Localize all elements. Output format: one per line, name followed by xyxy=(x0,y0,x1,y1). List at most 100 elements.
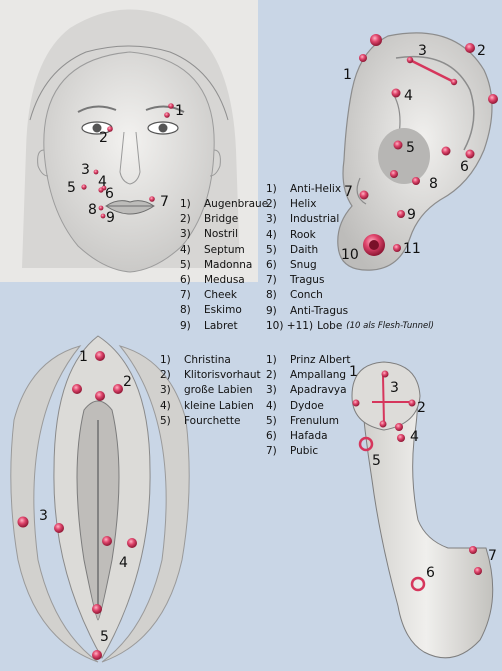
ear-piercing-7 xyxy=(359,190,369,200)
ear-marker-8: 8 xyxy=(429,176,438,192)
ear-legend-number: 9) xyxy=(266,304,277,317)
ear-legend-item: 4)Rook xyxy=(266,228,434,243)
face-piercing-6 xyxy=(98,187,104,193)
hairline xyxy=(29,45,229,121)
face-piercing-7 xyxy=(149,196,155,202)
ear-piercing-2a xyxy=(465,43,475,53)
male-legend-number: 5) xyxy=(266,414,277,427)
face-legend-number: 7) xyxy=(180,289,191,302)
ear-legend-item: 1) Anti-Helix xyxy=(266,182,434,197)
female-marker-4: 4 xyxy=(119,555,128,571)
ear-piercing-9 xyxy=(397,210,405,218)
male-legend-label: Frenulum xyxy=(290,414,339,427)
face-legend-label: Cheek xyxy=(204,289,237,302)
male-piercing-5-ring xyxy=(358,436,374,452)
male-legend-number: 3) xyxy=(266,384,277,397)
face-legend-number: 5) xyxy=(180,258,191,271)
face-piercing-5 xyxy=(81,184,87,190)
male-marker-2: 2 xyxy=(417,400,426,416)
left-eyebrow xyxy=(77,105,117,113)
industrial-bar xyxy=(409,58,455,84)
ear-legend-number: 5) xyxy=(266,243,277,256)
ear-marker-9: 9 xyxy=(407,207,416,223)
ear-legend-label: Daith xyxy=(290,243,319,256)
face-legend-number: 3) xyxy=(180,228,191,241)
female-legend-label: Christina xyxy=(184,354,231,366)
male-legend-item: 6)Hafada xyxy=(266,429,351,444)
face-legend-label: Labret xyxy=(204,319,238,332)
female-illustration: 1 2 3 4 5 xyxy=(10,335,190,663)
face-legend-item: 8)Eskimo xyxy=(180,303,268,318)
male-legend-item: 7) Pubic xyxy=(266,444,351,459)
ear-piercing-4 xyxy=(391,88,401,98)
left-iris xyxy=(92,123,102,133)
female-piercing-2b xyxy=(95,391,105,401)
face-legend-item: 1)Augenbraue xyxy=(180,197,268,212)
female-legend-label: Klitorisvorhaut xyxy=(184,369,261,382)
male-piercing-7b xyxy=(474,567,482,575)
ear-legend-label: Anti-Tragus xyxy=(290,304,349,317)
female-legend-number: 3) xyxy=(160,384,171,397)
male-legend-number: 2) xyxy=(266,369,277,382)
ear-piercing-2b xyxy=(488,94,498,104)
nose xyxy=(119,131,141,185)
face-marker-3: 3 xyxy=(81,162,90,178)
ear-piercing-1b xyxy=(359,54,367,62)
ear-legend-number: 8) xyxy=(266,289,277,302)
male-piercing-2b xyxy=(408,399,416,407)
female-piercing-5a xyxy=(92,604,102,614)
ear-legend-item: 8)Conch xyxy=(266,288,434,303)
male-marker-4: 4 xyxy=(410,429,419,445)
female-piercing-4b xyxy=(127,538,137,548)
female-piercing-4a xyxy=(102,536,112,546)
male-piercing-2a xyxy=(352,399,360,407)
male-legend-number: 7) xyxy=(266,445,277,458)
male-piercing-1 xyxy=(381,370,389,378)
female-legend-label: kleine Labien xyxy=(184,399,254,412)
ear-legend-note: (10 als Flesh-Tunnel) xyxy=(346,320,434,331)
concha xyxy=(378,128,430,184)
male-legend-item: 4)Dydoe xyxy=(266,399,351,414)
ear-legend-number: 10) +11) xyxy=(266,319,314,332)
face-piercing-1 xyxy=(168,103,174,109)
ear-legend-item: 6)Snug xyxy=(266,258,434,273)
male-legend-label: Dydoe xyxy=(290,399,324,412)
apadravya-bar xyxy=(382,375,385,425)
male-legend-number: 1) xyxy=(266,354,277,366)
ear-tunnel-hole xyxy=(369,240,379,250)
face-legend-number: 6) xyxy=(180,274,191,287)
face-legend-label: Nostril xyxy=(204,228,239,241)
male-legend-label: Apadravya xyxy=(290,384,347,397)
female-marker-1: 1 xyxy=(79,349,88,365)
female-piercing-5b xyxy=(92,650,102,660)
ear-piercing-6a xyxy=(441,146,451,156)
female-right-thigh xyxy=(101,345,190,663)
glans xyxy=(351,361,421,431)
face-piercing-3 xyxy=(93,169,99,175)
face-marker-2: 2 xyxy=(99,130,108,146)
ear-legend-number: 6) xyxy=(266,259,277,272)
ear-legend-number: 1) xyxy=(266,183,277,195)
ear-legend-label: Helix xyxy=(290,198,317,211)
female-marker-5: 5 xyxy=(100,629,109,645)
ear-legend-label: Anti-Helix xyxy=(290,183,342,195)
ear-marker-5: 5 xyxy=(406,140,415,156)
ear-legend-item: 7)Tragus xyxy=(266,273,434,288)
ear-legend-label: Industrial xyxy=(290,213,340,226)
female-legend-item: 2)Klitorisvorhaut xyxy=(160,368,261,383)
face-legend-number: 4) xyxy=(180,243,191,256)
female-legend-number: 1) xyxy=(160,354,171,366)
ear-piercing-8b xyxy=(412,177,420,185)
face-legend-item: 4) Septum xyxy=(180,243,268,258)
ear-legend-item: 3)Industrial xyxy=(266,212,434,227)
face-piercing-8 xyxy=(98,205,104,211)
female-left-thigh xyxy=(10,345,99,663)
ear-legend-number: 4) xyxy=(266,228,277,241)
left-ear-outline xyxy=(37,149,49,177)
male-legend-label: Hafada xyxy=(290,430,328,443)
ear-piercing-5 xyxy=(393,140,403,150)
female-legend-label: große Labien xyxy=(184,384,253,397)
face-legend-label: Septum xyxy=(204,243,245,256)
male-legend-label: Pubic xyxy=(290,445,319,458)
